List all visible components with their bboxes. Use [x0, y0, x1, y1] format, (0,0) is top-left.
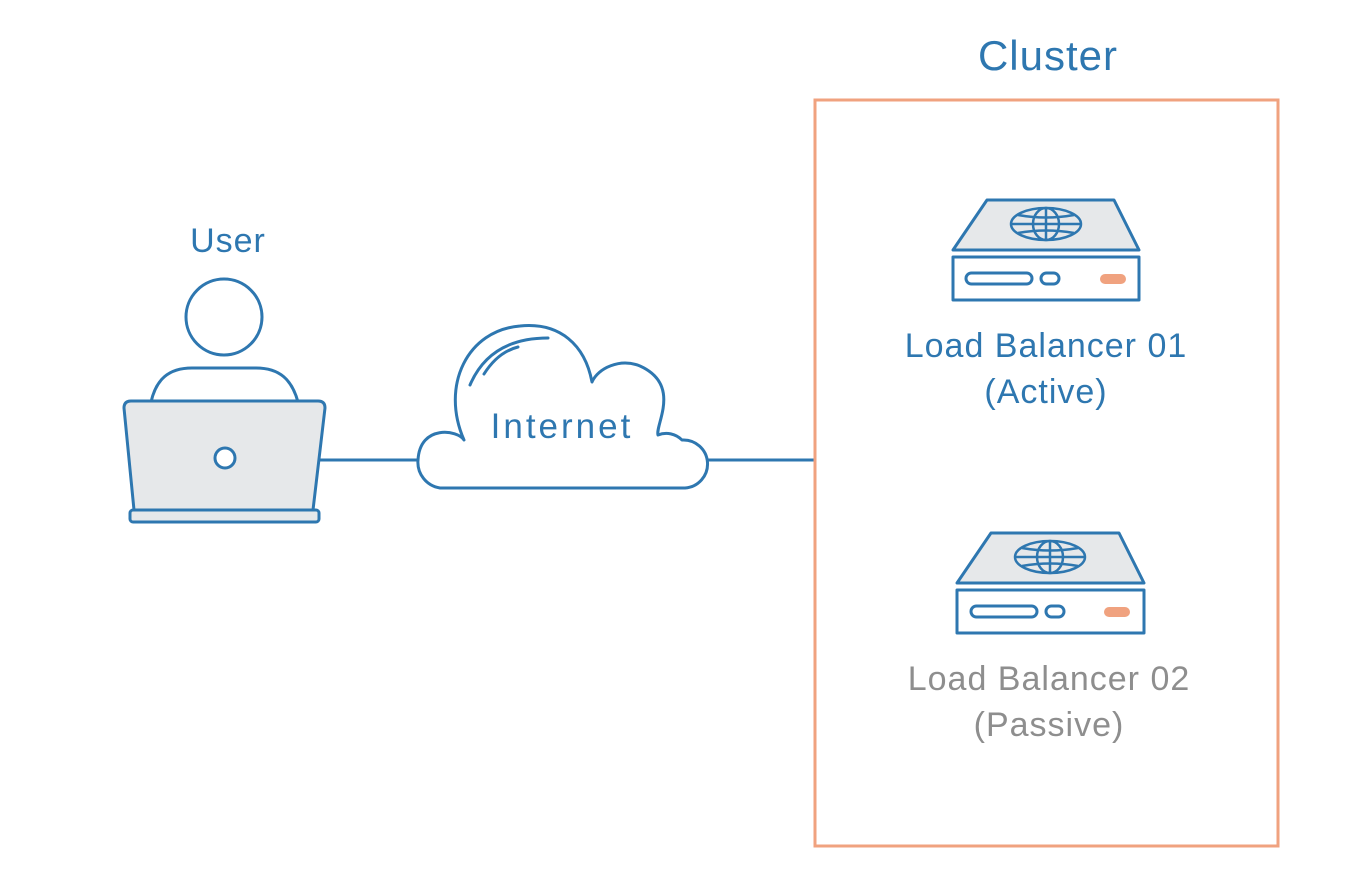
user-at-laptop-icon — [122, 277, 327, 524]
user-shoulders — [149, 366, 300, 404]
cloud-icon — [416, 324, 710, 490]
server-drive-slot — [969, 604, 1039, 619]
laptop-base — [128, 508, 321, 524]
server-status-light — [1100, 274, 1126, 284]
cluster-boundary — [813, 98, 1280, 848]
user-head — [184, 277, 264, 357]
cluster-title: Cluster — [978, 32, 1118, 79]
laptop-logo — [213, 446, 237, 470]
server-button — [1039, 271, 1061, 286]
server-globe-icon — [951, 198, 1141, 302]
load-balancer-02-name: Load Balancer 02 — [908, 660, 1191, 698]
load-balancer-01-name: Load Balancer 01 — [905, 327, 1188, 365]
load-balancer-02: Load Balancer 02 (Passive) — [908, 531, 1191, 744]
globe-icon — [1013, 539, 1087, 575]
load-balancer-01-status: (Active) — [984, 373, 1107, 411]
server-status-light — [1104, 607, 1130, 617]
user-label: User — [190, 222, 266, 260]
server-globe-icon — [955, 531, 1146, 635]
server-button — [1044, 604, 1066, 619]
internet-label: Internet — [491, 407, 634, 446]
load-balancer-01: Load Balancer 01 (Active) — [905, 198, 1188, 411]
server-drive-slot — [964, 271, 1034, 286]
load-balancer-02-status: (Passive) — [974, 706, 1125, 744]
globe-icon — [1009, 206, 1083, 242]
cloud-shine-inner — [482, 345, 520, 376]
cloud-shine-outer — [468, 336, 550, 387]
